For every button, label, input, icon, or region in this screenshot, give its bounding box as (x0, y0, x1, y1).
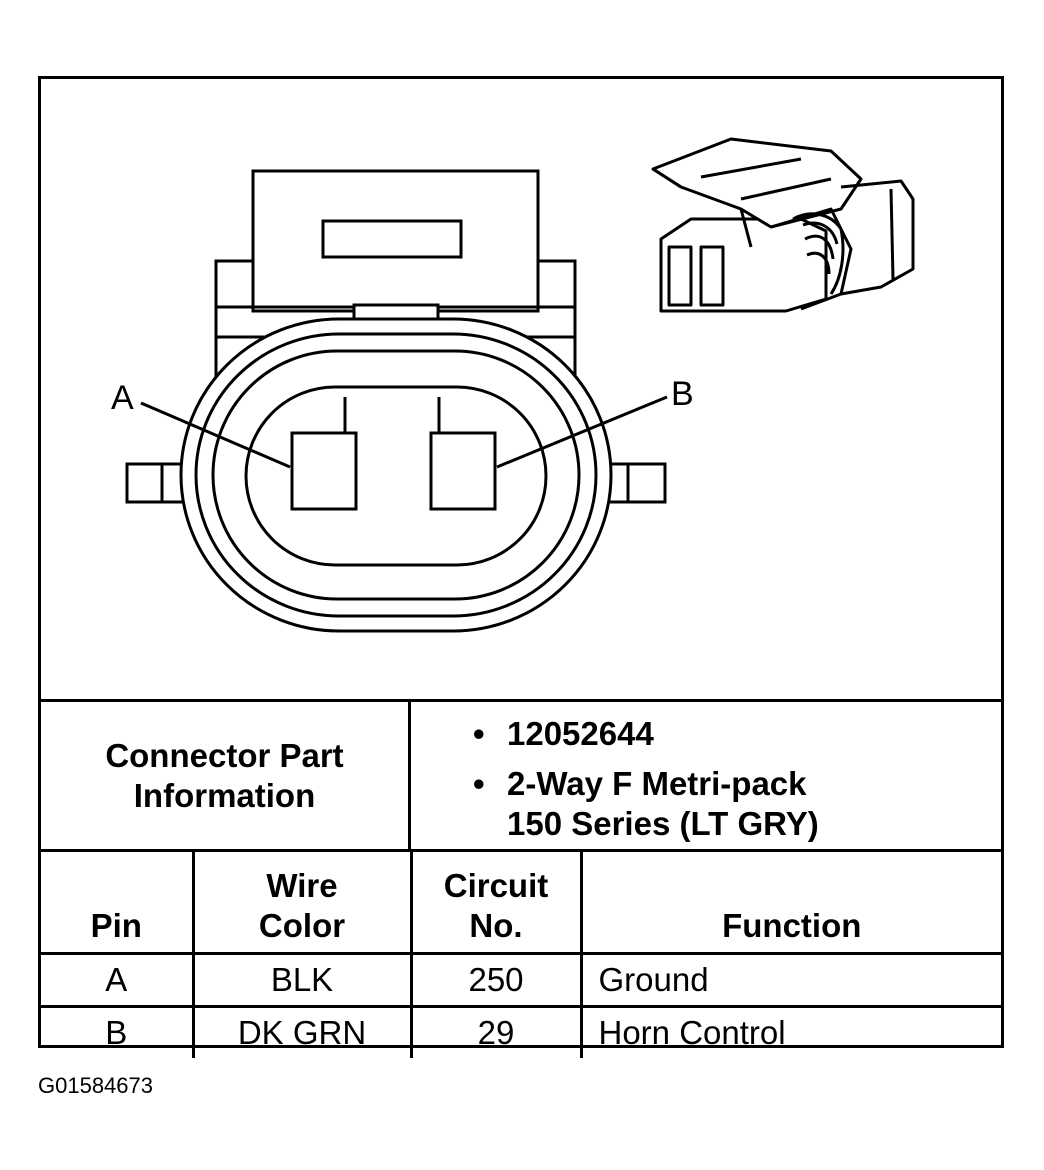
cell-circuit: 29 (409, 1005, 583, 1058)
connector-part-info-label: Connector Part Information (41, 702, 411, 849)
header-wire-color: Wire Color (191, 849, 413, 955)
connector-type-line1: 2-Way F Metri-pack (507, 765, 807, 802)
header-function-label: Function (722, 907, 862, 944)
connector-part-info-value: • 12052644 • 2-Way F Metri-pack 150 Seri… (411, 702, 1001, 849)
part-number: 12052644 (507, 715, 654, 752)
cell-wire-color: DK GRN (191, 1005, 413, 1058)
pin-label-b: B (671, 375, 694, 413)
pinout-header-row: Pin Wire Color Circuit No. Function (41, 849, 1001, 955)
cell-function: Ground (579, 952, 1001, 1008)
header-circuit-no: Circuit No. (409, 849, 583, 955)
header-pin: Pin (41, 849, 195, 955)
pin-label-a: A (111, 379, 134, 417)
header-circuit-line1: Circuit (443, 867, 549, 904)
header-wire-line1: Wire (266, 867, 338, 904)
info-label-line1: Connector Part (105, 736, 344, 774)
cell-circuit: 250 (409, 952, 583, 1008)
connector-part-info: Connector Part Information • 12052644 • … (41, 699, 1001, 849)
header-wire-line2: Color (258, 907, 346, 944)
table-row: B DK GRN 29 Horn Control (41, 1005, 1001, 1058)
table-row: A BLK 250 Ground (41, 952, 1001, 1008)
cell-function: Horn Control (579, 1005, 1001, 1058)
figure-code: G01584673 (38, 1073, 153, 1098)
header-pin-label: Pin (90, 907, 142, 944)
bullet-symbol: • (473, 765, 485, 802)
header-function: Function (579, 849, 1001, 955)
info-label-line2: Information (133, 776, 316, 814)
bullet-symbol: • (473, 715, 485, 752)
connector-diagram-frame: A B Connector Part Information (38, 76, 1004, 1058)
cell-pin: A (41, 952, 195, 1008)
connector-3d-icon (651, 137, 915, 313)
connector-face-drawing: A B (111, 137, 915, 633)
cell-wire-color: BLK (191, 952, 413, 1008)
header-circuit-line2: No. (469, 907, 523, 944)
pinout-table: Pin Wire Color Circuit No. Function A BL… (41, 849, 1001, 1058)
cell-pin: B (41, 1005, 195, 1058)
connector-type-line2: 150 Series (LT GRY) (507, 805, 819, 842)
